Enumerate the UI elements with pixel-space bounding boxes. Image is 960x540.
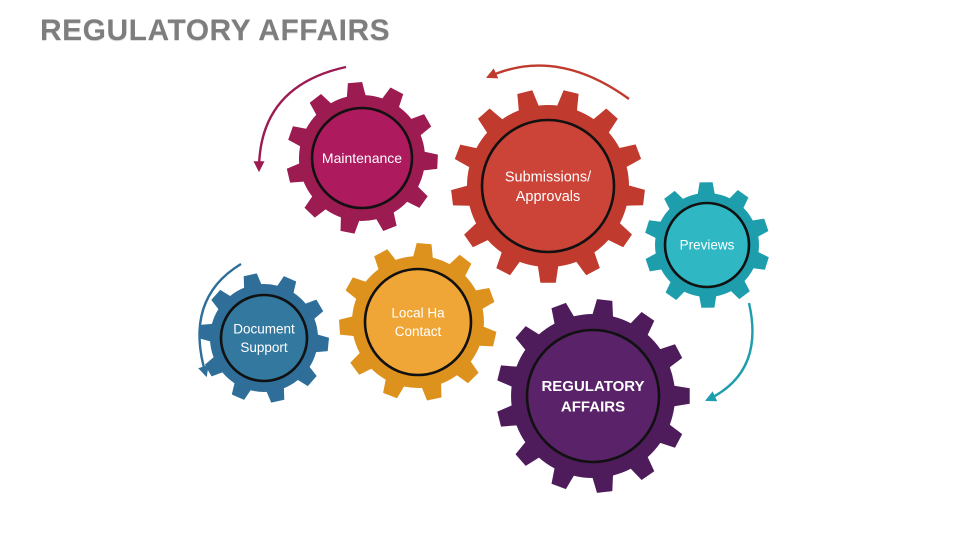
gear-inner-circle-previews xyxy=(663,201,751,289)
gear-submissions-approvals: Submissions/Approvals xyxy=(451,90,645,283)
arrow-document-rotation xyxy=(198,262,242,378)
arrow-submissions-rotation xyxy=(485,64,630,100)
page-title: REGULATORY AFFAIRS xyxy=(40,14,391,47)
gear-label-maintenance: Maintenance xyxy=(322,150,402,166)
gear-previews: Previews xyxy=(645,182,769,308)
gear-inner-circle-regulatory-affairs xyxy=(525,328,661,464)
gear-inner-circle-maintenance xyxy=(310,106,414,210)
rotation-arrows xyxy=(198,64,754,402)
gear-label-submissions-approvals: Submissions/Approvals xyxy=(505,169,592,205)
gear-label-previews: Previews xyxy=(680,238,735,253)
arrow-maintenance-rotation xyxy=(253,65,347,173)
gear-inner-circle-submissions-approvals xyxy=(480,118,616,254)
gears-layer: MaintenanceSubmissions/ApprovalsPreviews… xyxy=(199,82,769,493)
gear-inner-circle-local-ha-contact xyxy=(363,267,473,377)
gear-maintenance: Maintenance xyxy=(286,82,438,234)
arrow-previews-rotation xyxy=(705,302,754,402)
gear-inner-circle-document-support xyxy=(219,293,309,383)
